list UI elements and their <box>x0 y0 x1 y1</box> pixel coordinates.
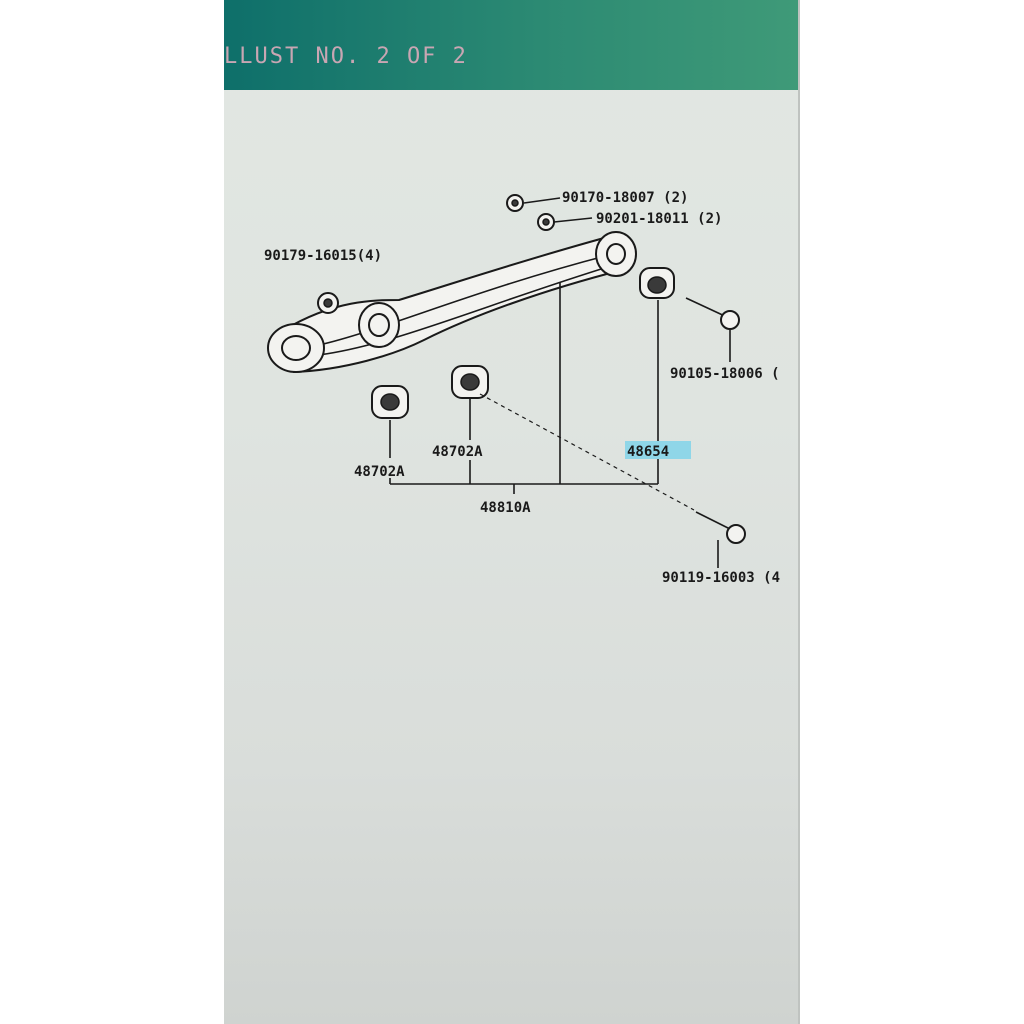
part-label: 48654 <box>627 444 669 460</box>
part-label: 90201-18011 (2) <box>596 211 722 227</box>
bushing-48702a-right <box>451 365 489 399</box>
monitor-screen: LLUST NO. 2 OF 2 <box>224 0 799 1024</box>
parts-diagram: 90170-18007 (2) 90201-18011 (2) 90179-16… <box>264 190 780 586</box>
washer-icon <box>537 213 555 231</box>
bushing-48702a-left <box>371 385 409 419</box>
part-label: 48810A <box>480 500 531 516</box>
bolt-icon <box>695 511 746 544</box>
title-bar: LLUST NO. 2 OF 2 <box>224 0 799 90</box>
monitor-edge <box>798 0 800 1024</box>
bushing-48654 <box>639 267 675 299</box>
nut-icon <box>506 194 524 212</box>
part-label: 90179-16015(4) <box>264 248 382 264</box>
part-label: 90170-18007 (2) <box>562 190 688 206</box>
part-label: 48702A <box>432 444 483 460</box>
assembly-dashed-line <box>479 393 695 511</box>
part-label: 90105-18006 ( <box>670 366 780 382</box>
bolt-icon <box>685 297 740 330</box>
highlight-box <box>625 441 691 459</box>
part-label: 90119-16003 (4 <box>662 570 780 586</box>
page-title: LLUST NO. 2 OF 2 <box>224 44 468 69</box>
control-arm <box>267 231 637 374</box>
part-label: 48702A <box>354 464 405 480</box>
